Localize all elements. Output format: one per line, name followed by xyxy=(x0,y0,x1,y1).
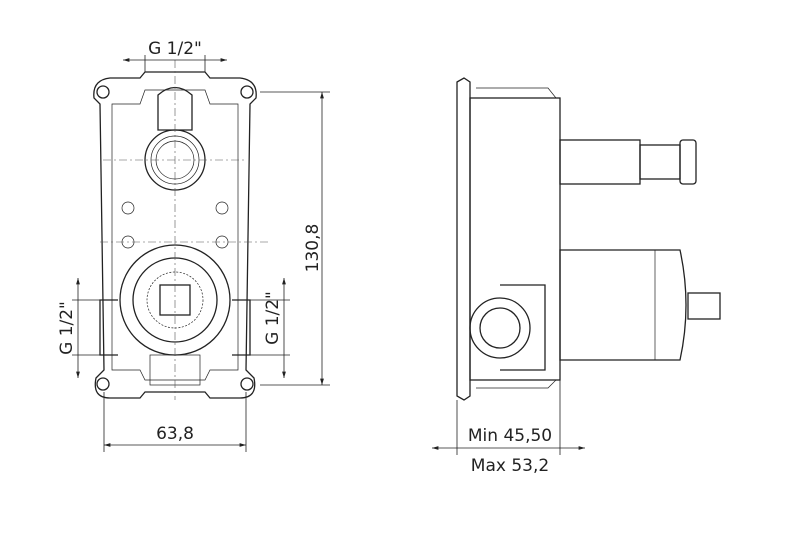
height-label: 130,8 xyxy=(303,224,323,273)
right-thread-label: G 1/2" xyxy=(263,291,283,345)
front-view xyxy=(93,60,268,400)
mount-hole xyxy=(96,377,110,391)
mount-hole xyxy=(96,85,110,99)
dimension-width: 63,8 xyxy=(103,392,247,452)
min-depth-label: Min 45,50 xyxy=(468,426,552,446)
mount-hole xyxy=(240,85,254,99)
width-label: 63,8 xyxy=(156,424,194,444)
left-thread-label: G 1/2" xyxy=(57,301,77,355)
dimension-top-thread: G 1/2" xyxy=(123,39,227,72)
top-thread-label: G 1/2" xyxy=(148,39,202,59)
max-depth-label: Max 53,2 xyxy=(471,456,549,476)
side-view xyxy=(456,77,721,401)
mount-hole xyxy=(240,377,254,391)
side-outlet xyxy=(469,297,531,359)
dimension-height: 130,8 xyxy=(260,91,330,386)
dimension-right-thread: G 1/2" xyxy=(250,278,290,378)
dimension-depth: Min 45,50 Max 53,2 xyxy=(432,380,585,476)
dimension-left-thread: G 1/2" xyxy=(57,278,100,378)
